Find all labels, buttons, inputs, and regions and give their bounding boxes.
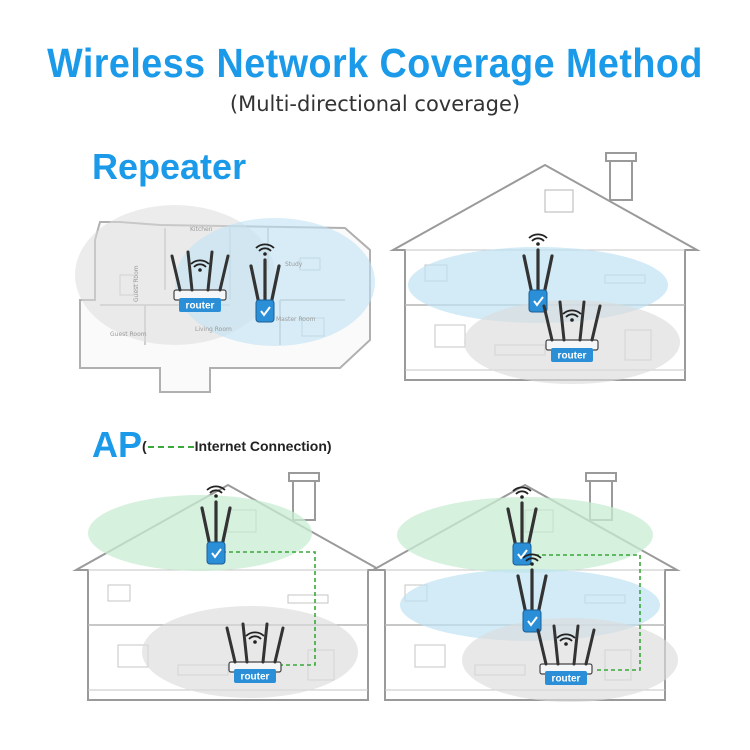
- coverage-area-router: [142, 606, 358, 698]
- internet-connection-line: [222, 551, 316, 666]
- router-tag-text: router: [241, 672, 270, 683]
- ap-note: ( Internet Connection): [142, 438, 332, 454]
- coverage-area-ap: [397, 497, 653, 573]
- coverage-area-router: [462, 618, 678, 702]
- room-label-guest-room-bottom: Guest Room: [110, 331, 147, 338]
- repeater-heading: Repeater: [92, 146, 247, 187]
- ap-house-left: router: [75, 472, 381, 701]
- page-title: Wireless Network Coverage Method: [47, 40, 703, 86]
- router-tag: [234, 669, 276, 683]
- ap-house-right: router: [372, 472, 678, 702]
- room-label-guest-room-left: Guest Room: [133, 265, 140, 302]
- ap-heading: AP: [92, 424, 143, 465]
- repeater-house: router: [392, 152, 698, 384]
- router-tag-text: router: [552, 674, 581, 685]
- room-label-master-room: Master Room: [276, 316, 316, 323]
- ap-note-open: (: [142, 438, 147, 454]
- internet-connection-line: [528, 554, 641, 671]
- router-tag: [179, 298, 221, 312]
- ap-note-text: Internet Connection): [194, 438, 332, 454]
- coverage-area-ap: [88, 495, 312, 571]
- floorplan: Kitchen Study Guest Room Guest Room Livi…: [75, 205, 375, 393]
- router-tag: [545, 671, 587, 685]
- router-tag-text: router: [558, 351, 587, 362]
- router-tag: [551, 348, 593, 362]
- page-subtitle: (Multi-directional coverage): [229, 92, 521, 116]
- router-tag-text: router: [186, 301, 215, 312]
- room-label-study: Study: [285, 261, 303, 268]
- connection-dash-legend: [147, 446, 194, 449]
- room-label-living-room: Living Room: [195, 326, 232, 333]
- room-label-kitchen: Kitchen: [190, 226, 213, 233]
